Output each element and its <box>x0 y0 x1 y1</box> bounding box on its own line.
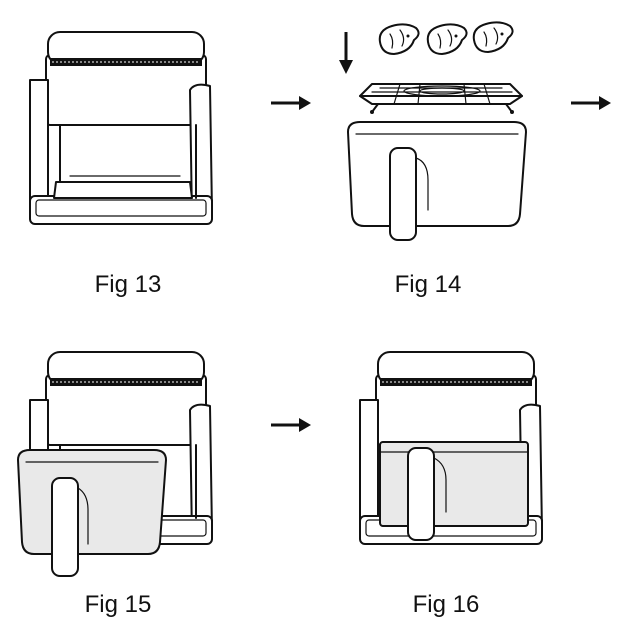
fig-14-illustration <box>339 21 527 241</box>
crisper-plate-icon <box>359 83 523 114</box>
basket-handle <box>51 477 79 577</box>
drawer-basket <box>17 449 167 577</box>
fig-16-illustration <box>359 351 543 545</box>
right-arrow-icon <box>569 94 613 112</box>
empty-drawer-slot <box>53 175 193 199</box>
basket-handle <box>389 147 417 241</box>
fig-13-caption: Fig 13 <box>95 271 162 298</box>
chicken-wing-icon <box>378 23 420 55</box>
basket-handle <box>407 447 435 541</box>
fig-13-illustration <box>29 31 213 225</box>
drawer-basket <box>347 121 527 241</box>
fig-14-caption: Fig 14 <box>395 271 462 298</box>
fig-15-caption: Fig 15 <box>85 591 152 618</box>
down-arrow-icon <box>339 32 353 74</box>
drawer-basket-inserted <box>379 441 529 541</box>
right-arrow-icon <box>269 94 313 112</box>
chicken-wing-icon <box>472 21 514 53</box>
fig-15-illustration <box>17 351 213 577</box>
chicken-wing-icon <box>426 23 468 55</box>
right-arrow-icon <box>269 416 313 434</box>
fig-16-caption: Fig 16 <box>413 591 480 618</box>
